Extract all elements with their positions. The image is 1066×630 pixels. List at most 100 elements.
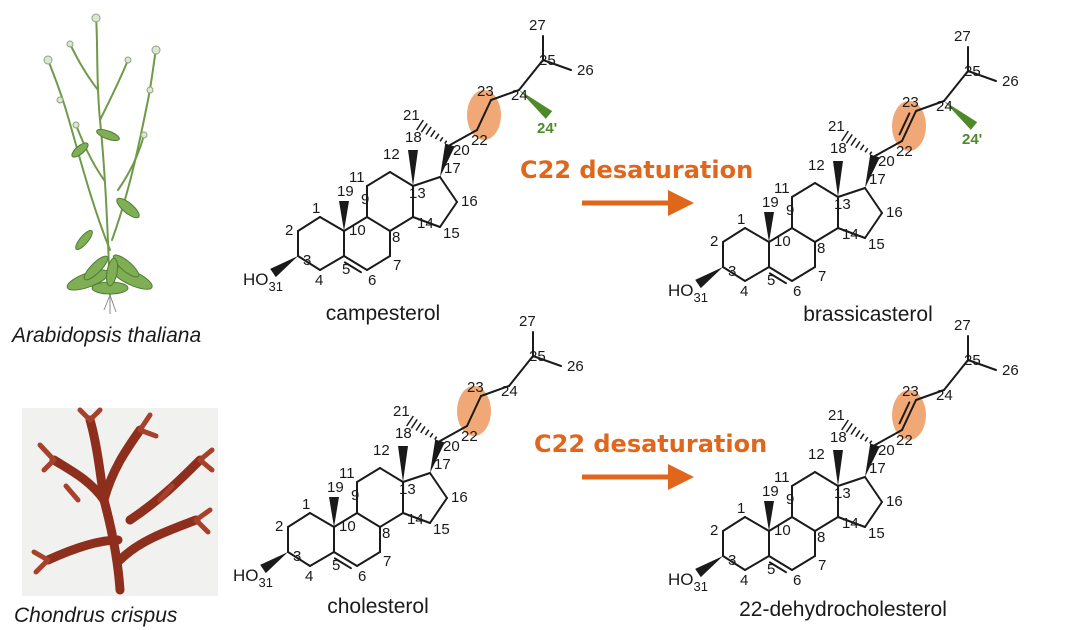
bond-C12-C13 <box>389 171 414 187</box>
bond-C14-C8 <box>379 512 404 528</box>
methyl-19-wedge <box>339 201 349 231</box>
bond-C1-C2 <box>722 516 746 532</box>
atom-label-c6: 6 <box>358 568 366 585</box>
atom-label-c1: 1 <box>737 500 745 517</box>
atom-label-c18: 18 <box>830 429 847 446</box>
atom-label-c17: 17 <box>869 171 886 188</box>
methyl-21-hash <box>850 137 857 146</box>
atom-label-c24: 24 <box>936 98 953 115</box>
methyl-21-hash <box>845 423 853 433</box>
hydroxyl-text: HO <box>668 281 694 300</box>
bond-C5-C6 <box>333 551 358 567</box>
double-bond-C5-C6 <box>768 272 787 285</box>
atom-label-c21: 21 <box>828 407 845 424</box>
atom-label-c9: 9 <box>361 191 369 208</box>
atom-label-c17: 17 <box>434 456 451 473</box>
molecule-name: 22-dehydrocholesterol <box>739 598 947 621</box>
bond-C4-C5 <box>319 255 345 271</box>
methyl-21-hash <box>841 130 849 142</box>
atom-label-c14: 14 <box>842 226 859 243</box>
atom-label-c13: 13 <box>834 196 851 213</box>
reaction-arrow-bottom <box>582 464 694 490</box>
methyl-19-wedge <box>764 212 774 242</box>
bond-C10-C1 <box>744 227 770 243</box>
bond-C23-C24 <box>490 89 520 101</box>
atom-label-c19: 19 <box>327 479 344 496</box>
chondrus-seaweed-illustration <box>22 407 218 596</box>
bond-C24-C25 <box>508 355 534 387</box>
atom-label-c3: 3 <box>728 263 736 280</box>
atom-label-c3: 3 <box>293 548 301 565</box>
hydroxyl-label: HO31 <box>233 566 273 590</box>
double-bond-C5-C6 <box>343 261 362 274</box>
atom-label-c23: 23 <box>902 94 919 111</box>
bond-C24-C25 <box>518 59 544 91</box>
atom-label-c18: 18 <box>830 140 847 157</box>
bond-C5-C6 <box>343 255 368 271</box>
bond-C12-C13 <box>379 467 404 483</box>
atom-label-c21: 21 <box>393 403 410 420</box>
atom-label-c5: 5 <box>767 561 775 578</box>
atom-label-c26: 26 <box>1002 73 1019 90</box>
bond-C10-C1 <box>319 216 345 232</box>
species-label-arabidopsis: Arabidopsis thaliana <box>10 324 201 347</box>
atom-label-c16: 16 <box>461 193 478 210</box>
atom-label-c4: 4 <box>740 283 748 300</box>
hydroxyl-label: HO31 <box>243 270 283 294</box>
bond-C23-C24 <box>915 100 945 112</box>
methyl-18-wedge <box>398 446 408 482</box>
bond-C1-C2 <box>287 512 311 528</box>
atom-label-c3: 3 <box>728 552 736 569</box>
atom-label-c9: 9 <box>786 491 794 508</box>
bond-C15-C16 <box>439 201 458 228</box>
atom-label-c12: 12 <box>808 157 825 174</box>
bond-C14-C15 <box>402 512 431 524</box>
atom-label-c6: 6 <box>793 283 801 300</box>
bond-C20-C22 <box>449 129 478 146</box>
hydroxyl-text: HO <box>243 270 269 289</box>
bond-C14-C15 <box>837 516 866 528</box>
atom-label-c24: 24 <box>936 387 953 404</box>
atom-label-c25: 25 <box>964 63 981 80</box>
molecule-name: cholesterol <box>327 595 429 618</box>
hydroxyl-subscript: 31 <box>259 575 273 590</box>
atom-label-c8: 8 <box>392 229 400 246</box>
atom-label-c6: 6 <box>793 572 801 589</box>
atom-label-c18: 18 <box>395 425 412 442</box>
bond-C6-C7 <box>366 255 391 271</box>
hydroxyl-subscript: 31 <box>694 290 708 305</box>
atom-label-c20: 20 <box>443 438 460 455</box>
hydroxyl-label: HO31 <box>668 570 708 594</box>
atom-label-c15: 15 <box>433 521 450 538</box>
atom-label-c10: 10 <box>774 233 791 250</box>
bond-C1-C2 <box>722 227 746 243</box>
bond-C16-C17 <box>864 187 883 214</box>
bond-C8-C9 <box>791 516 816 532</box>
bond-C22-C23 <box>901 399 917 431</box>
atom-label-c5: 5 <box>332 557 340 574</box>
atom-label-c1: 1 <box>737 211 745 228</box>
methyl-21-hash <box>429 432 434 438</box>
hydroxyl-wedge <box>260 552 288 574</box>
atom-label-c10: 10 <box>774 522 791 539</box>
atom-label-c12: 12 <box>373 442 390 459</box>
atom-label-c1: 1 <box>302 496 310 513</box>
atom-label-c17: 17 <box>444 160 461 177</box>
atom-label-c15: 15 <box>868 236 885 253</box>
bond-C24-C25 <box>943 359 969 391</box>
methyl-21-hash <box>420 425 426 434</box>
atom-label-c17: 17 <box>869 460 886 477</box>
atom-label-c11: 11 <box>349 169 365 186</box>
bond-C8-C9 <box>366 216 391 232</box>
c17-c20-wedge <box>440 143 455 177</box>
methyl-18-wedge <box>408 150 418 186</box>
atom-label-c11: 11 <box>774 180 790 197</box>
atom-label-c19: 19 <box>337 183 354 200</box>
bond-C4-C5 <box>309 551 335 567</box>
bond-C3-C4 <box>722 555 746 571</box>
atom-label-c25: 25 <box>539 52 556 69</box>
bond-C17-C13 <box>412 176 441 187</box>
